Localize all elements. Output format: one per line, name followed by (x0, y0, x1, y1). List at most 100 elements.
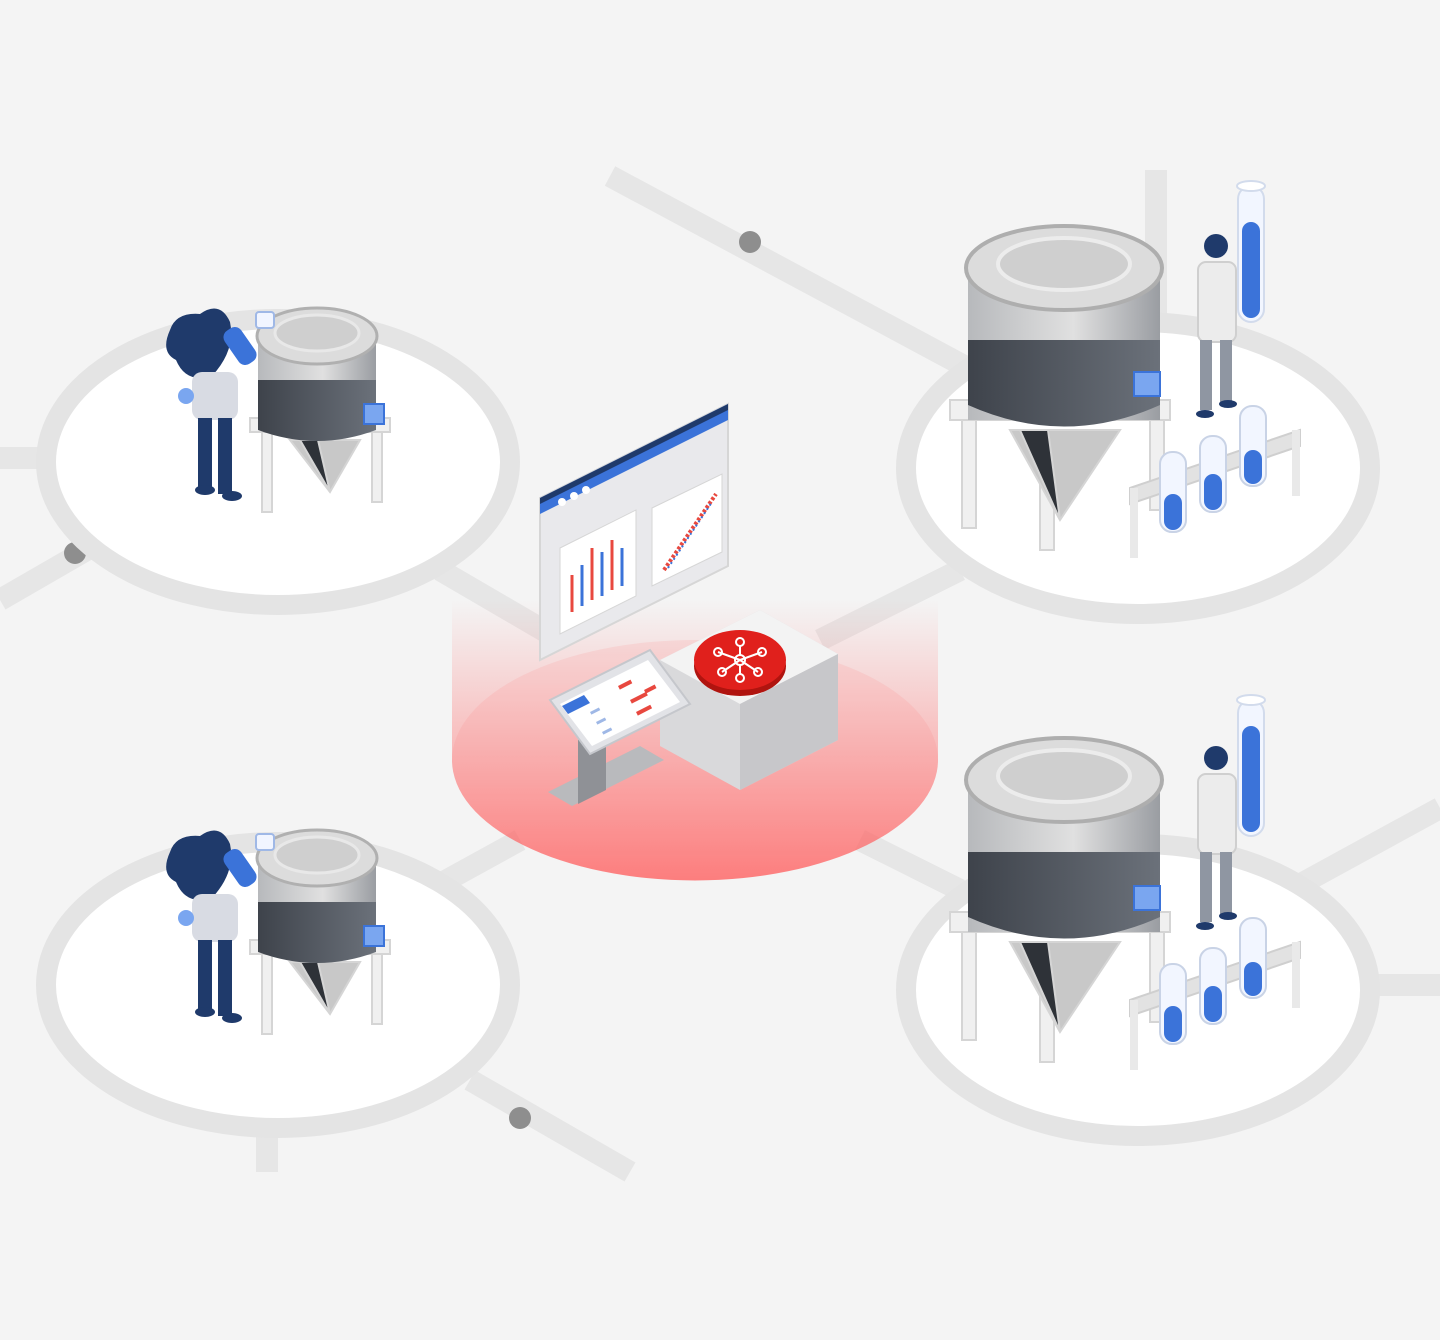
illustration-shape (717, 651, 741, 661)
illustration-shape (273, 835, 361, 875)
test-tube-rack (1129, 405, 1301, 558)
illustration-shape (1200, 340, 1212, 410)
illustration-shape (1219, 912, 1237, 920)
dashboard-rows (590, 679, 657, 735)
illustration-shape (218, 418, 232, 494)
illustration-shape (222, 491, 242, 501)
control-panel (1133, 371, 1161, 397)
illustration-shape (757, 647, 767, 657)
illustration-shape (558, 498, 566, 506)
illustration-shape (178, 910, 194, 926)
illustration-shape (590, 707, 601, 715)
browser-window-icon (539, 402, 729, 662)
illustration-shape (371, 953, 383, 1025)
illustration-shape (1197, 773, 1237, 855)
illustration-shape (1244, 962, 1262, 996)
illustration-shape (1220, 340, 1232, 406)
test-tube-rack (1129, 917, 1301, 1070)
illustration-shape (961, 931, 977, 1041)
pipe-node (509, 1107, 531, 1129)
illustration-shape (222, 1013, 242, 1023)
scientist-woman (166, 830, 275, 1023)
illustration-shape (713, 637, 767, 683)
dashboard-tablet-icon (548, 648, 692, 806)
illustration-shape (996, 236, 1132, 292)
pipe-hub-bottom-right (855, 830, 965, 900)
box-plot-chart (559, 509, 637, 635)
illustration-shape (1242, 222, 1260, 318)
neural-network-icon (694, 630, 786, 696)
illustration-shape (570, 492, 578, 500)
illustration-shape (198, 940, 212, 1010)
illustration-shape (166, 830, 232, 900)
illustration-shape (602, 727, 613, 735)
illustration-shape (218, 940, 232, 1016)
illustration-shape (1292, 942, 1300, 1008)
illustration-shape (223, 849, 257, 887)
control-panel (363, 925, 385, 947)
big-test-tube (1236, 694, 1266, 837)
control-panel (363, 403, 385, 425)
illustration-shape (1204, 234, 1228, 258)
illustration-shape (1292, 430, 1300, 496)
lab-station-top-left (36, 306, 520, 615)
illustration-shape (1164, 1006, 1182, 1042)
illustration-shape (1236, 180, 1266, 192)
illustration-shape (195, 485, 215, 495)
tank (255, 828, 385, 963)
illustration-shape (371, 431, 383, 503)
tank (964, 736, 1164, 939)
illustration-shape (961, 419, 977, 529)
illustration-shape (644, 684, 657, 694)
illustration-shape (273, 313, 361, 353)
illustration-shape (255, 311, 275, 329)
illustration-shape (1018, 429, 1061, 521)
scatter-plot-chart (651, 473, 723, 587)
illustration-shape (1196, 410, 1214, 418)
illustration-shape (559, 509, 637, 635)
illustration-shape (667, 501, 713, 569)
illustration-shape (195, 1007, 215, 1017)
illustration-shape (968, 852, 1160, 939)
illustration-shape (1200, 852, 1212, 922)
illustration-shape (618, 679, 633, 690)
illustration-shape (258, 380, 376, 441)
pipe-node (739, 231, 761, 253)
illustration-shape (1219, 400, 1237, 408)
illustration-shape (562, 695, 590, 714)
lab-station-bottom-right (896, 694, 1380, 1146)
illustration-shape (996, 748, 1132, 804)
illustration-shape (261, 431, 273, 513)
illustration-shape (1130, 1000, 1138, 1070)
illustration-shape (192, 372, 238, 420)
control-panel (1133, 885, 1161, 911)
illustration-shape (560, 660, 680, 746)
scientist-man (1196, 746, 1237, 930)
illustration-shape (255, 833, 275, 851)
illustration-shape (713, 647, 723, 657)
pipe-top-center (604, 166, 996, 390)
test-tubes (1159, 405, 1267, 533)
illustration-shape (582, 486, 590, 494)
illustration-shape (1196, 922, 1214, 930)
illustration-shape (1018, 941, 1061, 1033)
illustration-shape (1220, 852, 1232, 918)
big-test-tube (1236, 180, 1266, 323)
tank (964, 224, 1164, 427)
lab-station-top-right (896, 180, 1380, 624)
illustration-shape (968, 340, 1160, 427)
illustration-shape (739, 651, 763, 661)
illustration-shape (1242, 726, 1260, 832)
tank (255, 306, 385, 441)
illustration-shape (178, 388, 194, 404)
illustration-shape (1204, 986, 1222, 1022)
illustration-shape (258, 902, 376, 963)
lab-station-bottom-left (36, 828, 520, 1138)
illustration-shape (721, 659, 741, 673)
illustration-shape (740, 654, 838, 790)
illustration-shape (192, 894, 238, 942)
illustration-shape (1164, 494, 1182, 530)
illustration-shape (198, 418, 212, 488)
illustration-shape (636, 704, 653, 716)
illustration-shape (630, 691, 648, 704)
